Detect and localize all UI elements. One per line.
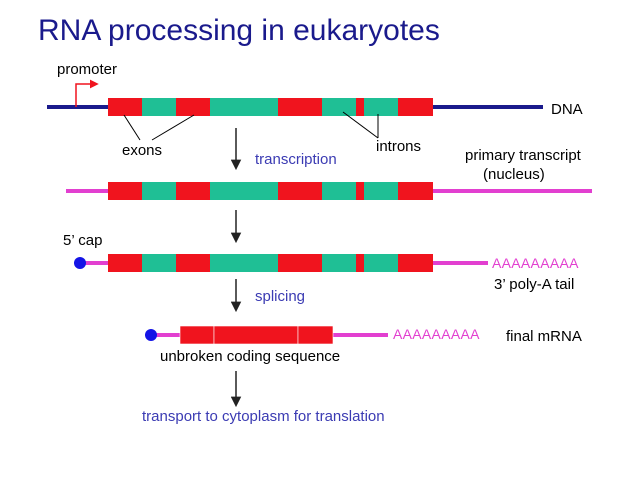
dna-intron-6 (322, 98, 356, 116)
primary-transcript-intron-6 (322, 182, 356, 200)
processed-transcript-exon-5 (278, 254, 322, 272)
primary-transcript-exon-1 (108, 182, 142, 200)
processed-transcript-exon-1 (108, 254, 142, 272)
promoter-arrow (75, 79, 99, 107)
primary-transcript-intron-2 (142, 182, 176, 200)
five-prime-cap-label: 5’ cap (63, 232, 103, 249)
dna-intron-4 (210, 98, 278, 116)
processed-transcript-exon-7 (356, 254, 364, 272)
primary-transcript-exon-3 (176, 182, 210, 200)
dna-intron-8 (364, 98, 398, 116)
final-mrna-label: final mRNA (506, 328, 582, 345)
dna-exon-5 (278, 98, 322, 116)
dna-exon-1 (108, 98, 142, 116)
transcription-label: transcription (255, 151, 337, 168)
primary-transcript-exon-7 (356, 182, 364, 200)
processed-transcript-intron-4 (210, 254, 278, 272)
promoter-label: promoter (57, 61, 118, 78)
primary-transcript-label: primary transcript (465, 147, 581, 164)
dna-exon-9 (398, 98, 433, 116)
exons-label: exons (122, 142, 163, 159)
processed-transcript-intron-8 (364, 254, 398, 272)
nucleus-label: (nucleus) (483, 166, 545, 183)
dna-exon-7 (356, 98, 364, 116)
primary-transcript-intron-8 (364, 182, 398, 200)
exons-pointer-2 (151, 114, 195, 141)
transport-label: transport to cytoplasm for translation (142, 408, 385, 425)
introns-label: introns (376, 138, 422, 155)
three-prime-poly-a-tail-label: 3’ poly-A tail (494, 276, 575, 293)
introns-pointer-1 (342, 111, 379, 139)
five-prime-cap-final (145, 329, 157, 341)
processed-transcript-exon-9 (398, 254, 433, 272)
processed-transcript-intron-2 (142, 254, 176, 272)
exons-pointer-1 (123, 114, 141, 141)
primary-transcript-exon-9 (398, 182, 433, 200)
five-prime-cap-primary (74, 257, 86, 269)
unbroken-coding-sequence-label: unbroken coding sequence (160, 348, 341, 365)
poly-a-sequence-final: AAAAAAAAA (393, 326, 480, 342)
dna-label: DNA (551, 101, 583, 118)
final-mrna-exon-1 (179, 325, 215, 345)
primary-transcript-exon-5 (278, 182, 322, 200)
processed-transcript-exon-3 (176, 254, 210, 272)
dna-exon-3 (176, 98, 210, 116)
dna-intron-2 (142, 98, 176, 116)
splicing-label: splicing (255, 288, 306, 305)
processed-transcript-intron-6 (322, 254, 356, 272)
final-mrna-exon-2 (213, 325, 299, 345)
poly-a-sequence-primary: AAAAAAAAA (492, 255, 579, 271)
primary-transcript-intron-4 (210, 182, 278, 200)
page-title: RNA processing in eukaryotes (38, 14, 440, 47)
final-mrna-exon-3 (297, 325, 334, 345)
